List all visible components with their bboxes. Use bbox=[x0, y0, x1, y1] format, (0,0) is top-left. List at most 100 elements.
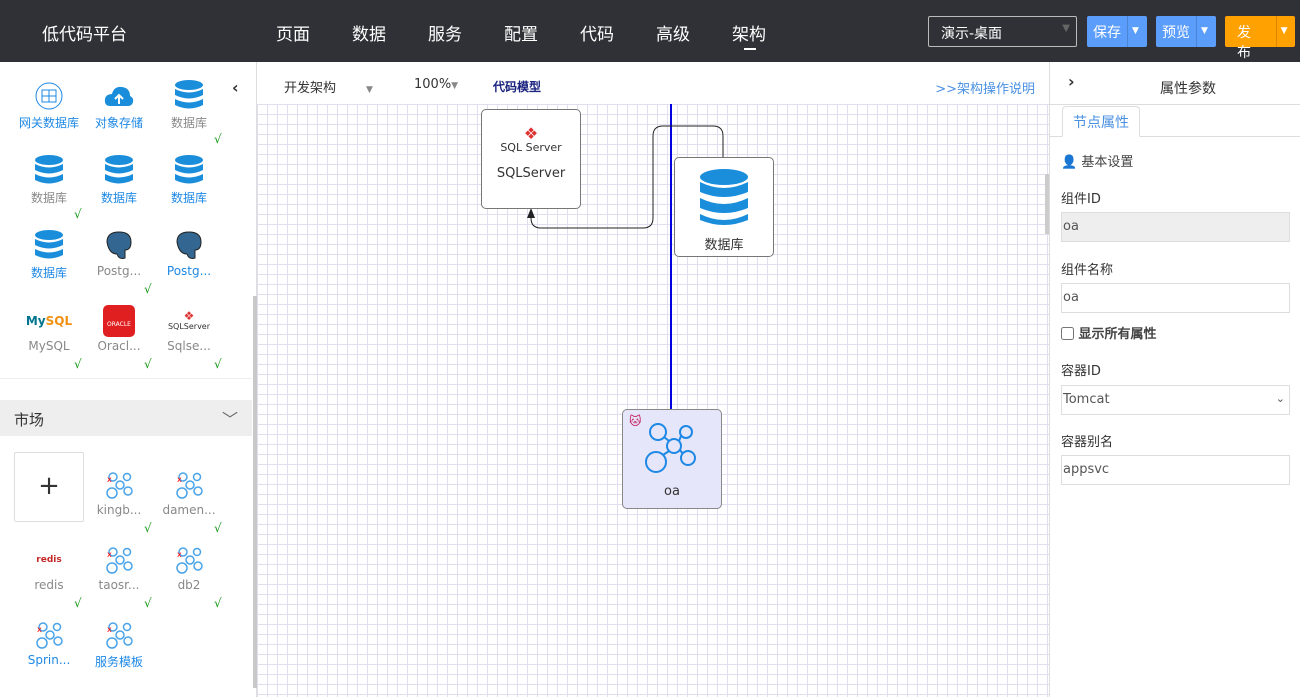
component-name-field[interactable]: oa bbox=[1061, 283, 1290, 313]
architecture-canvas[interactable]: ❖ SQL Server SQLServer 数据库 🐱 oa bbox=[257, 104, 1049, 697]
save-label: 保存 bbox=[1093, 25, 1121, 41]
component-label: 数据库 bbox=[30, 266, 67, 280]
scrollbar[interactable] bbox=[253, 296, 257, 688]
sqlserver-logo-icon: ❖ bbox=[523, 124, 539, 143]
save-button[interactable]: 保存 ▼ bbox=[1087, 16, 1147, 47]
nav-services[interactable]: 服务 bbox=[428, 25, 462, 45]
publish-button[interactable]: 发布▼ bbox=[1225, 16, 1295, 61]
component-item[interactable]: x taosr... bbox=[84, 544, 154, 592]
checkbox[interactable] bbox=[1061, 327, 1074, 340]
tab-node-properties[interactable]: 节点属性 bbox=[1062, 106, 1140, 137]
svg-text:x: x bbox=[107, 475, 112, 484]
canvas-toolbar: 开发架构▼ 100%▼ 代码模型 >>架构操作说明 bbox=[257, 62, 1049, 104]
oracle-icon: ORACLE bbox=[84, 305, 154, 337]
node-sqlserver[interactable]: ❖ SQL Server SQLServer bbox=[481, 109, 581, 209]
zoom-value: 100% bbox=[414, 77, 452, 92]
env-select-value: 演示-桌面 bbox=[941, 26, 1003, 42]
divider bbox=[0, 378, 252, 379]
component-label: Sprin... bbox=[27, 653, 71, 667]
component-label: Postg... bbox=[166, 264, 212, 278]
collapse-left-icon[interactable]: ‹ bbox=[232, 78, 239, 97]
container-alias-label: 容器别名 bbox=[1061, 435, 1114, 450]
divider bbox=[1050, 136, 1300, 137]
component-item[interactable]: 网关数据库 bbox=[14, 80, 84, 131]
svg-text:x: x bbox=[177, 475, 182, 484]
arrow-icon bbox=[527, 208, 535, 218]
env-select[interactable]: 演示-桌面▼ bbox=[928, 16, 1077, 47]
logo: 低代码平台 bbox=[42, 25, 127, 45]
component-item[interactable]: 数据库 bbox=[84, 155, 154, 206]
top-bar: 低代码平台 页面 数据 服务 配置 代码 高级 架构 演示-桌面▼ 保存▼ 预览… bbox=[0, 0, 1300, 62]
check-icon: √ bbox=[214, 521, 222, 535]
check-icon: √ bbox=[144, 521, 152, 535]
svg-text:x: x bbox=[177, 550, 182, 559]
scrollbar[interactable] bbox=[1045, 174, 1049, 234]
component-item[interactable]: 对象存储 bbox=[84, 80, 154, 131]
component-label: Sqlse... bbox=[167, 339, 211, 353]
connection-line bbox=[530, 125, 724, 229]
component-label: 数据库 bbox=[170, 191, 207, 205]
database-icon bbox=[14, 155, 84, 187]
node-oa[interactable]: 🐱 oa bbox=[622, 409, 722, 509]
nav-code[interactable]: 代码 bbox=[580, 25, 614, 45]
nav-config[interactable]: 配置 bbox=[504, 25, 538, 45]
user-icon: 👤 bbox=[1061, 155, 1078, 170]
check-icon: √ bbox=[74, 596, 82, 610]
market-title: 市场 bbox=[14, 411, 45, 429]
arch-value: 开发架构 bbox=[284, 81, 337, 96]
component-item[interactable]: x db2 bbox=[154, 544, 224, 592]
check-icon: √ bbox=[214, 596, 222, 610]
check-icon: √ bbox=[144, 596, 152, 610]
help-link[interactable]: >>架构操作说明 bbox=[935, 82, 1035, 97]
node-database[interactable]: 数据库 bbox=[674, 157, 774, 257]
preview-dropdown-icon[interactable]: ▼ bbox=[1196, 16, 1216, 47]
container-alias-field[interactable]: appsvc bbox=[1061, 455, 1290, 485]
component-item[interactable]: Postg... bbox=[154, 230, 224, 278]
component-item[interactable]: 数据库 bbox=[154, 80, 224, 131]
show-all-checkbox[interactable]: 显示所有属性 bbox=[1061, 323, 1157, 342]
service-icon: x bbox=[14, 619, 84, 651]
component-label: 数据库 bbox=[100, 191, 137, 205]
component-label: db2 bbox=[177, 578, 201, 592]
nav-advanced[interactable]: 高级 bbox=[656, 25, 690, 45]
component-label: 网关数据库 bbox=[18, 116, 79, 130]
code-model-link[interactable]: 代码模型 bbox=[493, 80, 542, 94]
component-id-label: 组件ID bbox=[1061, 192, 1101, 207]
check-icon: √ bbox=[74, 207, 82, 221]
chevron-down-icon: ⌄ bbox=[1275, 392, 1285, 405]
sqlserver-logo-text: SQL Server bbox=[500, 141, 562, 154]
component-item[interactable]: MySQL MySQL bbox=[14, 305, 84, 353]
component-item[interactable]: 数据库 bbox=[14, 230, 84, 281]
mysql-icon: MySQL bbox=[25, 314, 73, 328]
save-dropdown-icon[interactable]: ▼ bbox=[1127, 16, 1147, 47]
section-title: 基本设置 bbox=[1081, 155, 1134, 170]
database-icon bbox=[700, 169, 748, 225]
add-component-button[interactable]: + bbox=[14, 452, 84, 522]
arch-select[interactable]: 开发架构▼ bbox=[284, 77, 373, 96]
component-label: MySQL bbox=[28, 339, 70, 353]
nav-data[interactable]: 数据 bbox=[352, 25, 386, 45]
zoom-select[interactable]: 100%▼ bbox=[414, 77, 458, 92]
component-item[interactable]: Postg... bbox=[84, 230, 154, 278]
component-label: taosr... bbox=[98, 578, 140, 592]
market-header[interactable]: 市场﹀ bbox=[0, 400, 252, 436]
publish-dropdown-icon[interactable]: ▼ bbox=[1275, 16, 1295, 47]
container-id-select[interactable]: Tomcat⌄ bbox=[1061, 385, 1290, 415]
component-label: redis bbox=[34, 578, 64, 592]
preview-button[interactable]: 预览▼ bbox=[1156, 16, 1216, 47]
svg-text:x: x bbox=[107, 550, 112, 559]
component-item[interactable]: 数据库 bbox=[14, 155, 84, 206]
nav-architecture[interactable]: 架构 bbox=[732, 20, 766, 50]
nav-pages[interactable]: 页面 bbox=[276, 25, 310, 45]
properties-panel: › 属性参数 节点属性 👤 基本设置 组件ID oa 组件名称 oa 显示所有属… bbox=[1049, 62, 1300, 697]
gateway-db-icon bbox=[14, 80, 84, 112]
collapse-right-icon[interactable]: › bbox=[1068, 72, 1075, 91]
component-item[interactable]: 数据库 bbox=[154, 155, 224, 206]
